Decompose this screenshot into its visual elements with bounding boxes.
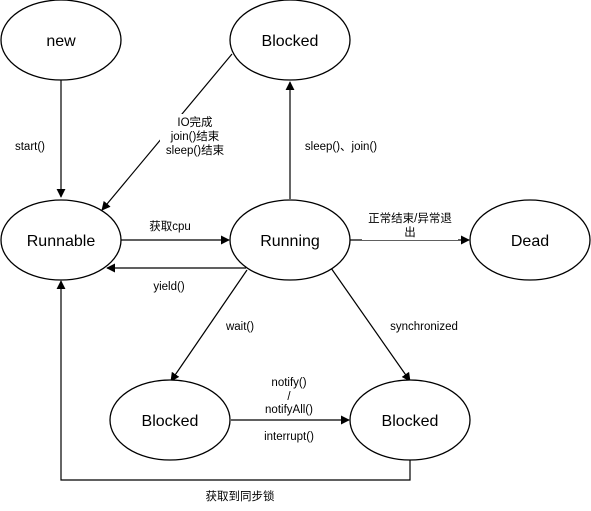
node-blocked-top-label: Blocked xyxy=(262,33,319,50)
node-blocked-sync: Blocked xyxy=(349,379,471,461)
label-yield: yield() xyxy=(153,281,184,293)
label-wait-bg xyxy=(222,318,258,334)
label-join-done: join()结束 xyxy=(170,130,220,143)
label-sync-bg xyxy=(386,318,462,334)
label-dead-bg xyxy=(362,210,458,240)
edge-labels: start() IO完成 join()结束 sleep()结束 sleep()、… xyxy=(15,114,462,503)
node-runnable: Runnable xyxy=(0,199,122,281)
node-running-label: Running xyxy=(260,233,320,250)
label-io-done: IO完成 xyxy=(177,115,213,129)
label-cpu-bg xyxy=(145,218,195,234)
node-new: new xyxy=(0,0,122,81)
node-blocked-top: Blocked xyxy=(229,0,351,81)
label-io-bg xyxy=(160,114,228,158)
edge-blocked-sync-to-runnable xyxy=(56,280,411,481)
node-blocked-wait: Blocked xyxy=(109,379,231,461)
node-runnable-label: Runnable xyxy=(27,233,96,250)
edge-running-to-blocked-sync xyxy=(330,267,411,382)
label-wait: wait() xyxy=(225,321,254,333)
label-dead-line2: 出 xyxy=(404,225,416,239)
label-slash: / xyxy=(287,391,291,403)
node-blocked-wait-label: Blocked xyxy=(142,413,199,430)
label-notify-all: notifyAll() xyxy=(265,404,313,416)
label-interrupt: interrupt() xyxy=(264,431,314,443)
label-start: start() xyxy=(15,141,45,153)
node-blocked-sync-label: Blocked xyxy=(382,413,439,430)
node-new-label: new xyxy=(46,33,76,50)
node-dead-label: Dead xyxy=(511,233,549,250)
label-notify: notify() xyxy=(271,377,306,389)
label-sleep-join: sleep()、join() xyxy=(305,141,377,153)
label-get-cpu: 获取cpu xyxy=(149,220,191,233)
label-synchronized: synchronized xyxy=(390,321,458,333)
nodes: new Blocked Runnable Running Dead Blocke… xyxy=(0,0,591,461)
label-sleep-done: sleep()结束 xyxy=(166,144,225,157)
label-dead-line1: 正常结束/异常退 xyxy=(368,212,452,225)
node-running: Running xyxy=(229,199,351,281)
node-dead: Dead xyxy=(469,199,591,281)
label-get-lock: 获取到同步锁 xyxy=(206,489,275,503)
edge-running-to-blocked-wait xyxy=(170,269,248,382)
